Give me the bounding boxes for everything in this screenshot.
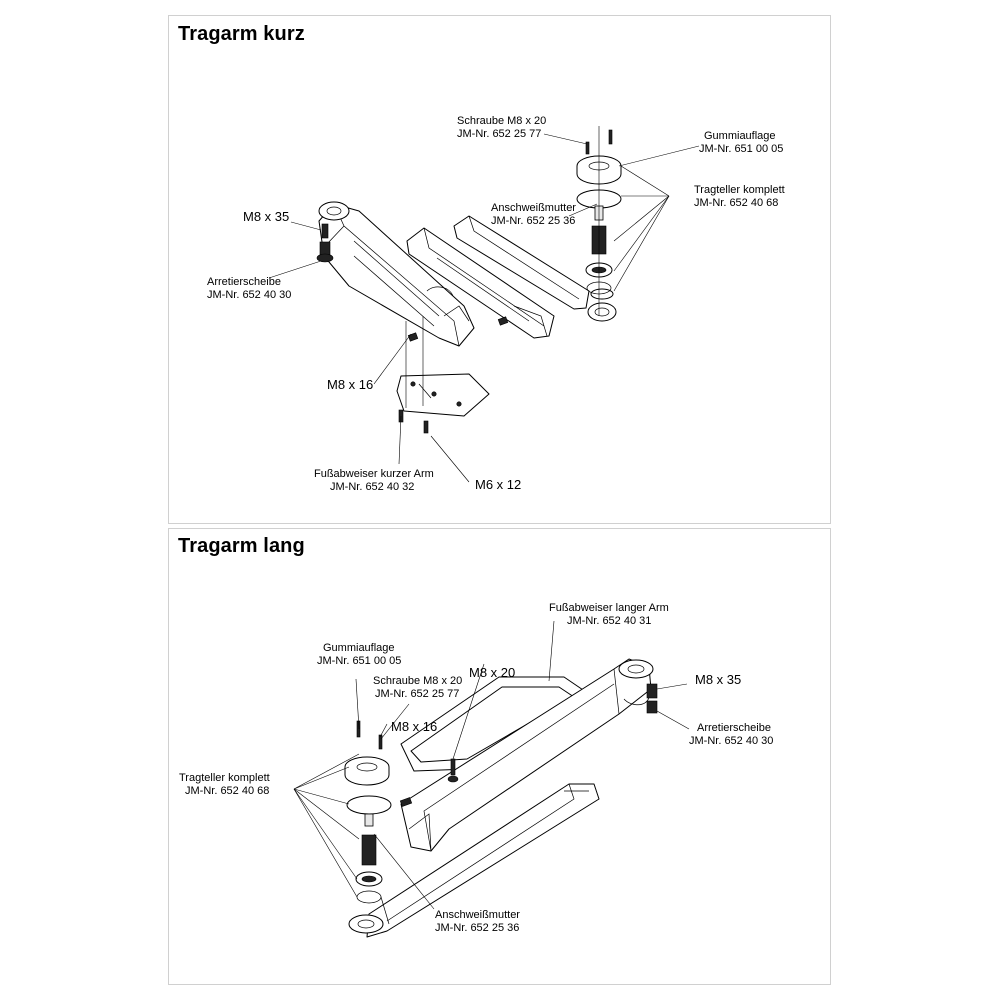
short-arm-body (318, 201, 475, 347)
part-name: Tragteller komplett (694, 184, 785, 196)
part-number: JM-Nr. 652 40 31 (567, 615, 652, 627)
part-name: Gummiauflage (323, 642, 395, 654)
label-gummiauflage-kurz: Gummiauflage JM-Nr. 651 00 05 (699, 130, 783, 156)
label-m8x16-kurz: M8 x 16 (327, 377, 374, 392)
panel-title: Tragarm lang (178, 535, 305, 557)
part-number: JM-Nr. 652 25 36 (435, 922, 520, 934)
leader-lines-lang (293, 620, 690, 910)
assembly-axes (405, 126, 600, 408)
label-arretierscheibe-kurz: Arretierscheibe JM-Nr. 652 40 30 (207, 276, 291, 302)
arm-screws (316, 223, 509, 342)
part-number: JM-Nr. 652 40 32 (330, 481, 415, 493)
label-m8x20-lang: M8 x 20 (469, 665, 516, 680)
support-plate-assembly-lang (344, 720, 392, 904)
label-m6x12-kurz: M6 x 12 (475, 477, 522, 492)
part-name: Anschweißmutter (491, 202, 576, 214)
panel-tragarm-lang: Tragarm lang (168, 528, 831, 985)
label-anschweissmutter-kurz: Anschweißmutter JM-Nr. 652 25 36 (491, 202, 576, 228)
part-number: JM-Nr. 652 40 68 (694, 197, 779, 209)
label-schraube-lang: Schraube M8 x 20 JM-Nr. 652 25 77 (373, 675, 462, 701)
part-name: Arretierscheibe (697, 722, 771, 734)
label-tragteller-lang: Tragteller komplett JM-Nr. 652 40 68 (179, 772, 270, 798)
label-tragteller-kurz: Tragteller komplett JM-Nr. 652 40 68 (694, 184, 785, 210)
part-number: JM-Nr. 651 00 05 (699, 143, 784, 155)
exploded-view-drawing-kurz (268, 126, 700, 483)
label-schraube-kurz: Schraube M8 x 20 JM-Nr. 652 25 77 (457, 115, 546, 141)
foot-deflector-plate-short (396, 373, 490, 434)
part-number: JM-Nr. 652 40 68 (185, 785, 270, 797)
leader-lines-kurz (268, 133, 700, 483)
telescope-section-inner (453, 215, 590, 310)
part-number: JM-Nr. 652 40 30 (207, 289, 292, 301)
part-name: Arretierscheibe (207, 276, 281, 288)
part-number: JM-Nr. 651 00 05 (317, 655, 402, 667)
label-anschweissmutter-lang: Anschweißmutter JM-Nr. 652 25 36 (435, 909, 520, 935)
exploded-view-drawing-lang (293, 620, 690, 938)
panel-tragarm-kurz: Tragarm kurz (168, 15, 831, 524)
part-name: Schraube M8 x 20 (373, 675, 463, 687)
label-m8x35-lang: M8 x 35 (695, 672, 742, 687)
telescope-section-middle (406, 227, 555, 339)
part-name: Gummiauflage (704, 130, 776, 142)
part-name: Schraube M8 x 20 (457, 115, 547, 127)
label-gummiauflage-lang: Gummiauflage JM-Nr. 651 00 05 (317, 642, 401, 668)
part-number: JM-Nr. 652 25 77 (457, 128, 542, 140)
panel-title: Tragarm kurz (178, 23, 305, 45)
part-number: JM-Nr. 652 40 30 (689, 735, 774, 747)
long-arm-body-lower (348, 783, 600, 938)
long-arm-body-upper (400, 658, 654, 852)
label-arretierscheibe-lang: Arretierscheibe JM-Nr. 652 40 30 (689, 722, 773, 748)
part-name: Fußabweiser langer Arm (549, 602, 669, 614)
part-number: JM-Nr. 652 25 77 (375, 688, 460, 700)
label-m8x35-kurz: M8 x 35 (243, 209, 290, 224)
part-number: JM-Nr. 652 25 36 (491, 215, 576, 227)
part-name: Anschweißmutter (435, 909, 520, 921)
label-fussabweiser-lang: Fußabweiser langer Arm JM-Nr. 652 40 31 (549, 602, 669, 628)
label-fussabweiser-kurz: Fußabweiser kurzer Arm JM-Nr. 652 40 32 (314, 468, 434, 494)
arm-screws-lang (399, 683, 658, 807)
part-name: Fußabweiser kurzer Arm (314, 468, 434, 480)
part-name: Tragteller komplett (179, 772, 270, 784)
label-m8x16-lang: M8 x 16 (391, 719, 438, 734)
